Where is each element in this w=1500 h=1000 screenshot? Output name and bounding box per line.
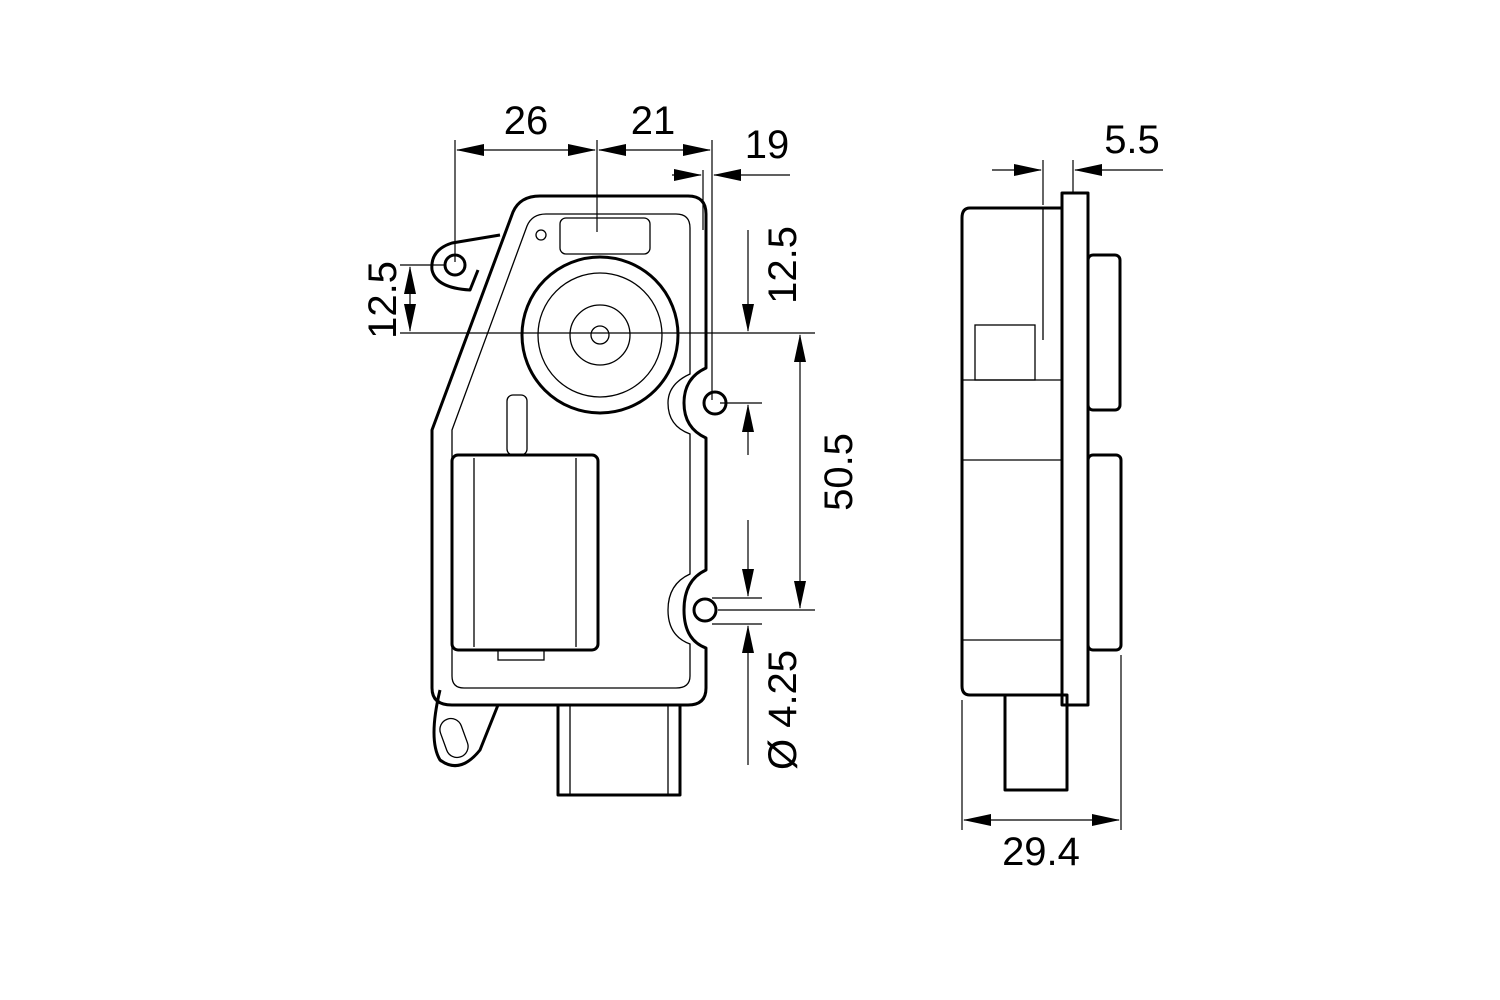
dim-12-5-right: 12.5 (761, 226, 805, 304)
dimensions: 26 21 19 12.5 12.5 50.5 Ø 4.25 5.5 29.4 (361, 99, 1163, 874)
dim-29-4: 29.4 (1002, 830, 1080, 874)
dim-12-5-left: 12.5 (361, 261, 405, 339)
motor-shaft (506, 394, 528, 456)
dim-21: 21 (631, 99, 676, 143)
side-upper-boss (1086, 253, 1122, 412)
bottom-mounting-lug (432, 689, 500, 768)
dim-hole-diameter: Ø 4.25 (761, 650, 805, 770)
limit-switch (559, 217, 651, 255)
housing-outline (430, 194, 708, 707)
front-view (430, 194, 728, 797)
connector (556, 703, 682, 797)
lug-marking (439, 717, 469, 759)
gear-outer (520, 255, 680, 415)
side-view (960, 191, 1123, 792)
dim-50-5: 50.5 (817, 433, 861, 511)
right-lower-hole (692, 597, 718, 623)
dim-5-5: 5.5 (1104, 118, 1160, 162)
side-connector (1003, 693, 1069, 792)
side-lower-boss (1086, 453, 1123, 652)
top-mounting-lug (430, 233, 501, 292)
housing-inner-outline (451, 213, 691, 689)
gear-inner (537, 272, 663, 398)
dim-19: 19 (745, 123, 790, 167)
side-flange (1060, 191, 1090, 707)
side-body (960, 206, 1064, 697)
output-shaft (569, 304, 631, 366)
dim-26: 26 (504, 99, 549, 143)
